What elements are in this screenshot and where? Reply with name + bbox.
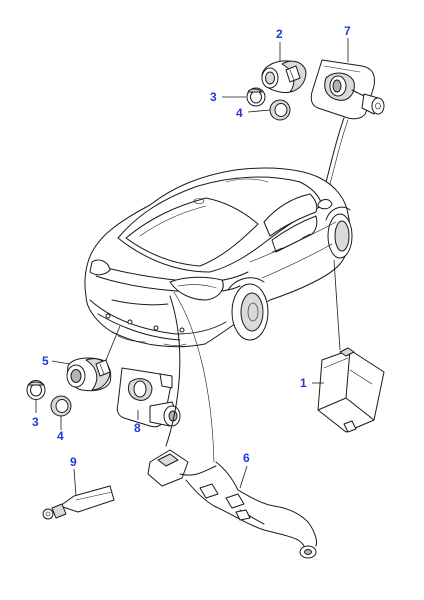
bezel-ring-top: [246, 87, 266, 107]
harness-top-link: [325, 117, 345, 183]
callout-4-bottom: 4: [57, 429, 64, 443]
sensor-top: [261, 60, 307, 93]
harness-rear-link: [165, 295, 181, 447]
callout-7: 7: [344, 24, 351, 38]
callout-3-bottom: 3: [32, 415, 39, 429]
spacer-ring-top: [269, 99, 291, 121]
grease-tube: [42, 485, 115, 520]
leader-lines: [35, 38, 349, 497]
callout-6: 6: [243, 451, 250, 465]
sensor-bottom: [66, 357, 112, 392]
sensor-bracket-bottom: [116, 367, 181, 428]
spacer-ring-bottom: [50, 395, 72, 417]
wiring-harness: [147, 449, 317, 559]
control-module: [317, 347, 385, 433]
callout-2: 2: [276, 27, 283, 41]
callout-8: 8: [134, 421, 141, 435]
car-illustration: [84, 167, 353, 348]
callout-4-top: 4: [236, 106, 243, 120]
bezel-ring-bottom: [26, 380, 46, 400]
callout-1: 1: [300, 376, 307, 390]
callout-9: 9: [70, 455, 77, 469]
callout-3-top: 3: [210, 90, 217, 104]
callout-5: 5: [42, 354, 49, 368]
sensor-bracket-top: [310, 59, 385, 120]
